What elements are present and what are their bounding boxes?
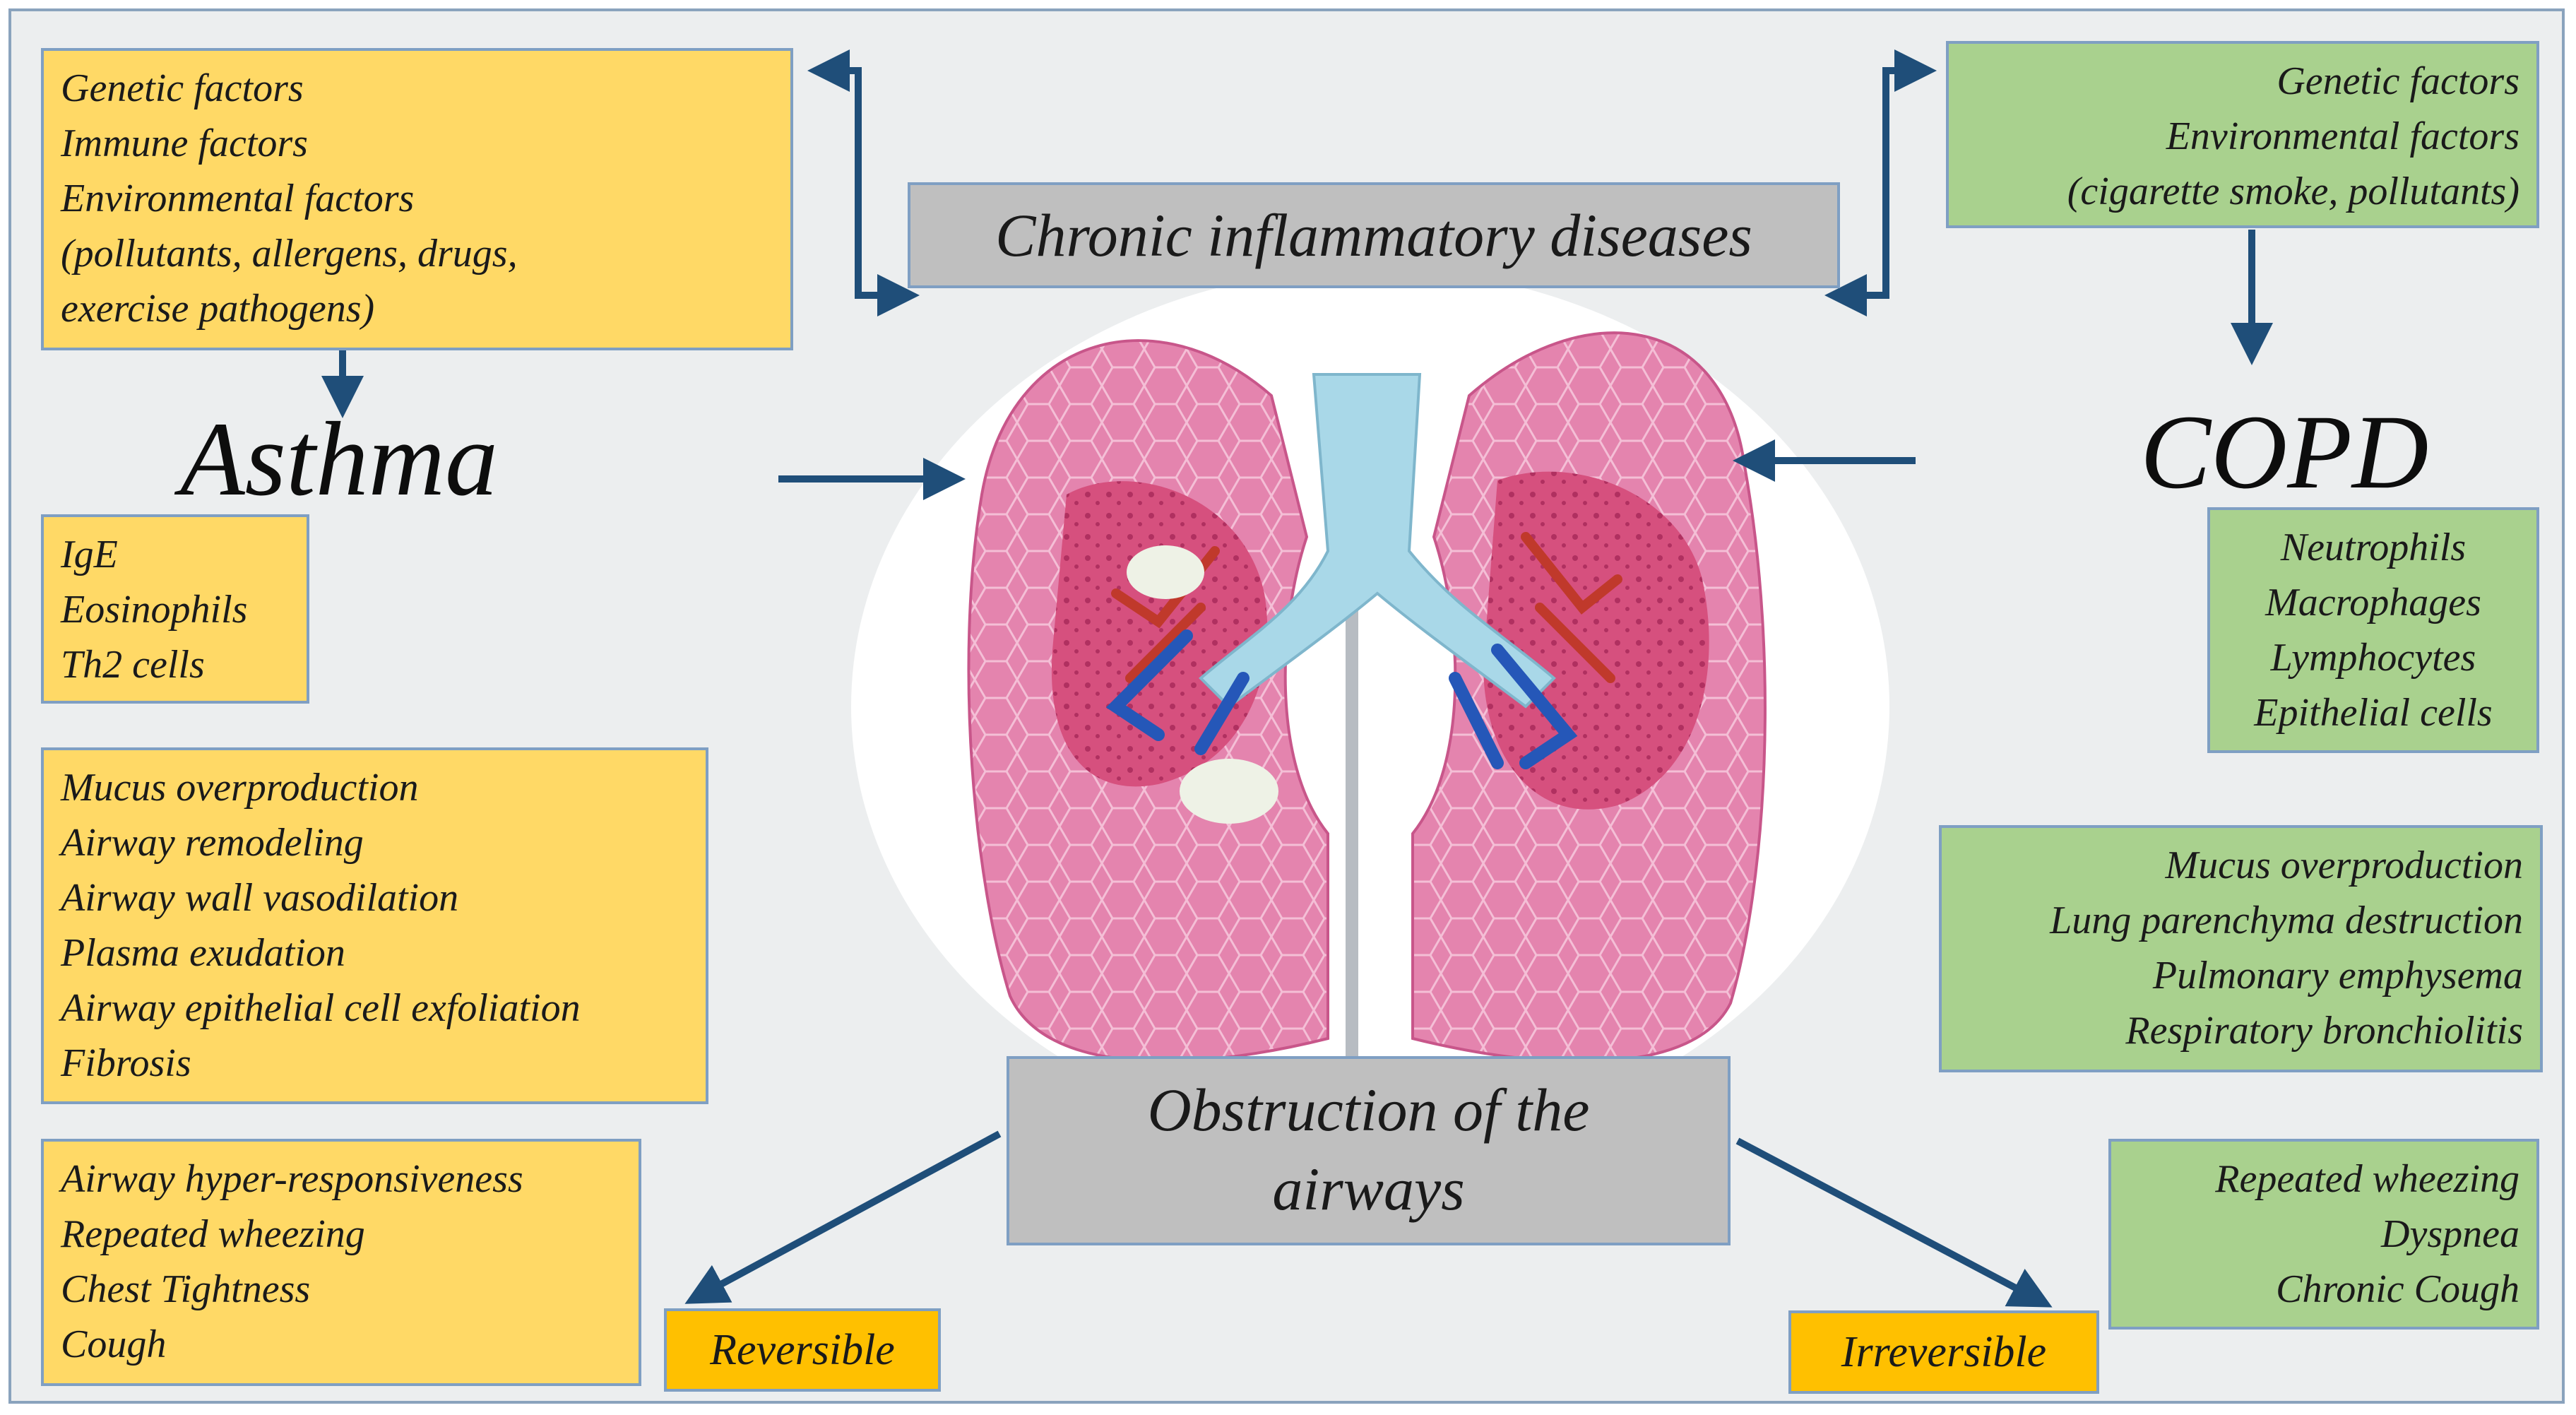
veins	[1105, 629, 1578, 769]
lung-stand	[1346, 551, 1358, 1060]
copd-factor: (cigarette smoke, pollutants)	[2067, 170, 2519, 213]
copd-symptoms-box: Repeated wheezing Dyspnea Chronic Cough	[2108, 1139, 2539, 1330]
irreversible-label: Irreversible	[1841, 1328, 2047, 1376]
arrow-obstruction-to-reversible	[684, 1130, 1002, 1304]
copd-cell: Macrophages	[2265, 581, 2481, 624]
obstruction-line: Obstruction of the	[1147, 1076, 1590, 1144]
asthma-pathology-item: Fibrosis	[61, 1041, 191, 1085]
arteries	[1111, 532, 1622, 683]
reversible-label: Reversible	[710, 1326, 895, 1374]
arrow-obstruction-to-irreversible	[1735, 1137, 2053, 1308]
copd-pathology-item: Respiratory bronchiolitis	[2125, 1009, 2523, 1053]
asthma-pathology-item: Plasma exudation	[61, 931, 345, 975]
asthma-pathology-item: Mucus overproduction	[61, 766, 419, 810]
asthma-symptom: Chest Tightness	[61, 1267, 311, 1311]
asthma-factor: (pollutants, allergens, drugs,	[61, 232, 518, 276]
center-title-box: Chronic inflammatory diseases	[908, 182, 1840, 288]
asthma-symptom: Airway hyper-responsiveness	[61, 1157, 523, 1201]
copd-pathology-box: Mucus overproduction Lung parenchyma des…	[1939, 825, 2543, 1072]
asthma-pathology-item: Airway remodeling	[61, 821, 364, 865]
irreversible-box: Irreversible	[1788, 1310, 2099, 1394]
asthma-factor: exercise pathogens)	[61, 287, 375, 331]
asthma-pathology-item: Airway wall vasodilation	[61, 876, 459, 920]
copd-pathology-item: Lung parenchyma destruction	[2050, 899, 2523, 942]
copd-cell: Neutrophils	[2280, 526, 2467, 569]
copd-pathology-item: Pulmonary emphysema	[2152, 954, 2523, 997]
asthma-factors-box: Genetic factors Immune factors Environme…	[41, 48, 793, 350]
asthma-cell: Eosinophils	[61, 588, 248, 632]
asthma-pathology-item: Airway epithelial cell exfoliation	[61, 986, 581, 1030]
copd-cell: Lymphocytes	[2270, 636, 2476, 680]
asthma-factor: Genetic factors	[61, 66, 304, 110]
asthma-factor: Immune factors	[61, 122, 308, 165]
copd-factor: Environmental factors	[2166, 114, 2519, 158]
trachea-bronchi	[1199, 373, 1556, 709]
copd-factor: Genetic factors	[2277, 59, 2519, 103]
lymph-node-left	[1127, 545, 1204, 599]
obstruction-line: airways	[1272, 1155, 1465, 1223]
arrow-title-to-asthma-factors	[807, 49, 920, 316]
obstruction-box: Obstruction of the airways	[1007, 1056, 1731, 1245]
asthma-symptom: Repeated wheezing	[61, 1212, 365, 1256]
asthma-cells-box: IgE Eosinophils Th2 cells	[41, 514, 309, 704]
copd-cells-box: Neutrophils Macrophages Lymphocytes Epit…	[2207, 507, 2539, 753]
copd-symptom: Repeated wheezing	[2215, 1157, 2519, 1201]
copd-factors-box: Genetic factors Environmental factors (c…	[1946, 41, 2539, 228]
center-title: Chronic inflammatory diseases	[995, 201, 1752, 269]
asthma-symptom: Cough	[61, 1322, 167, 1366]
copd-symptom: Chronic Cough	[2276, 1267, 2519, 1311]
asthma-factor: Environmental factors	[61, 177, 415, 220]
copd-cell: Epithelial cells	[2254, 691, 2493, 735]
asthma-cell: Th2 cells	[61, 643, 205, 687]
arrow-title-to-copd-factors	[1824, 49, 1937, 316]
copd-label: COPD	[2140, 393, 2429, 511]
copd-pathology-item: Mucus overproduction	[2165, 843, 2524, 887]
asthma-symptoms-box: Airway hyper-responsiveness Repeated whe…	[41, 1139, 641, 1386]
asthma-cell: IgE	[61, 533, 118, 576]
asthma-pathology-box: Mucus overproduction Airway remodeling A…	[41, 747, 708, 1104]
asthma-label: Asthma	[180, 401, 498, 518]
lymph-node-lower	[1180, 759, 1278, 824]
reversible-box: Reversible	[664, 1308, 941, 1392]
copd-symptom: Dyspnea	[2381, 1212, 2519, 1256]
